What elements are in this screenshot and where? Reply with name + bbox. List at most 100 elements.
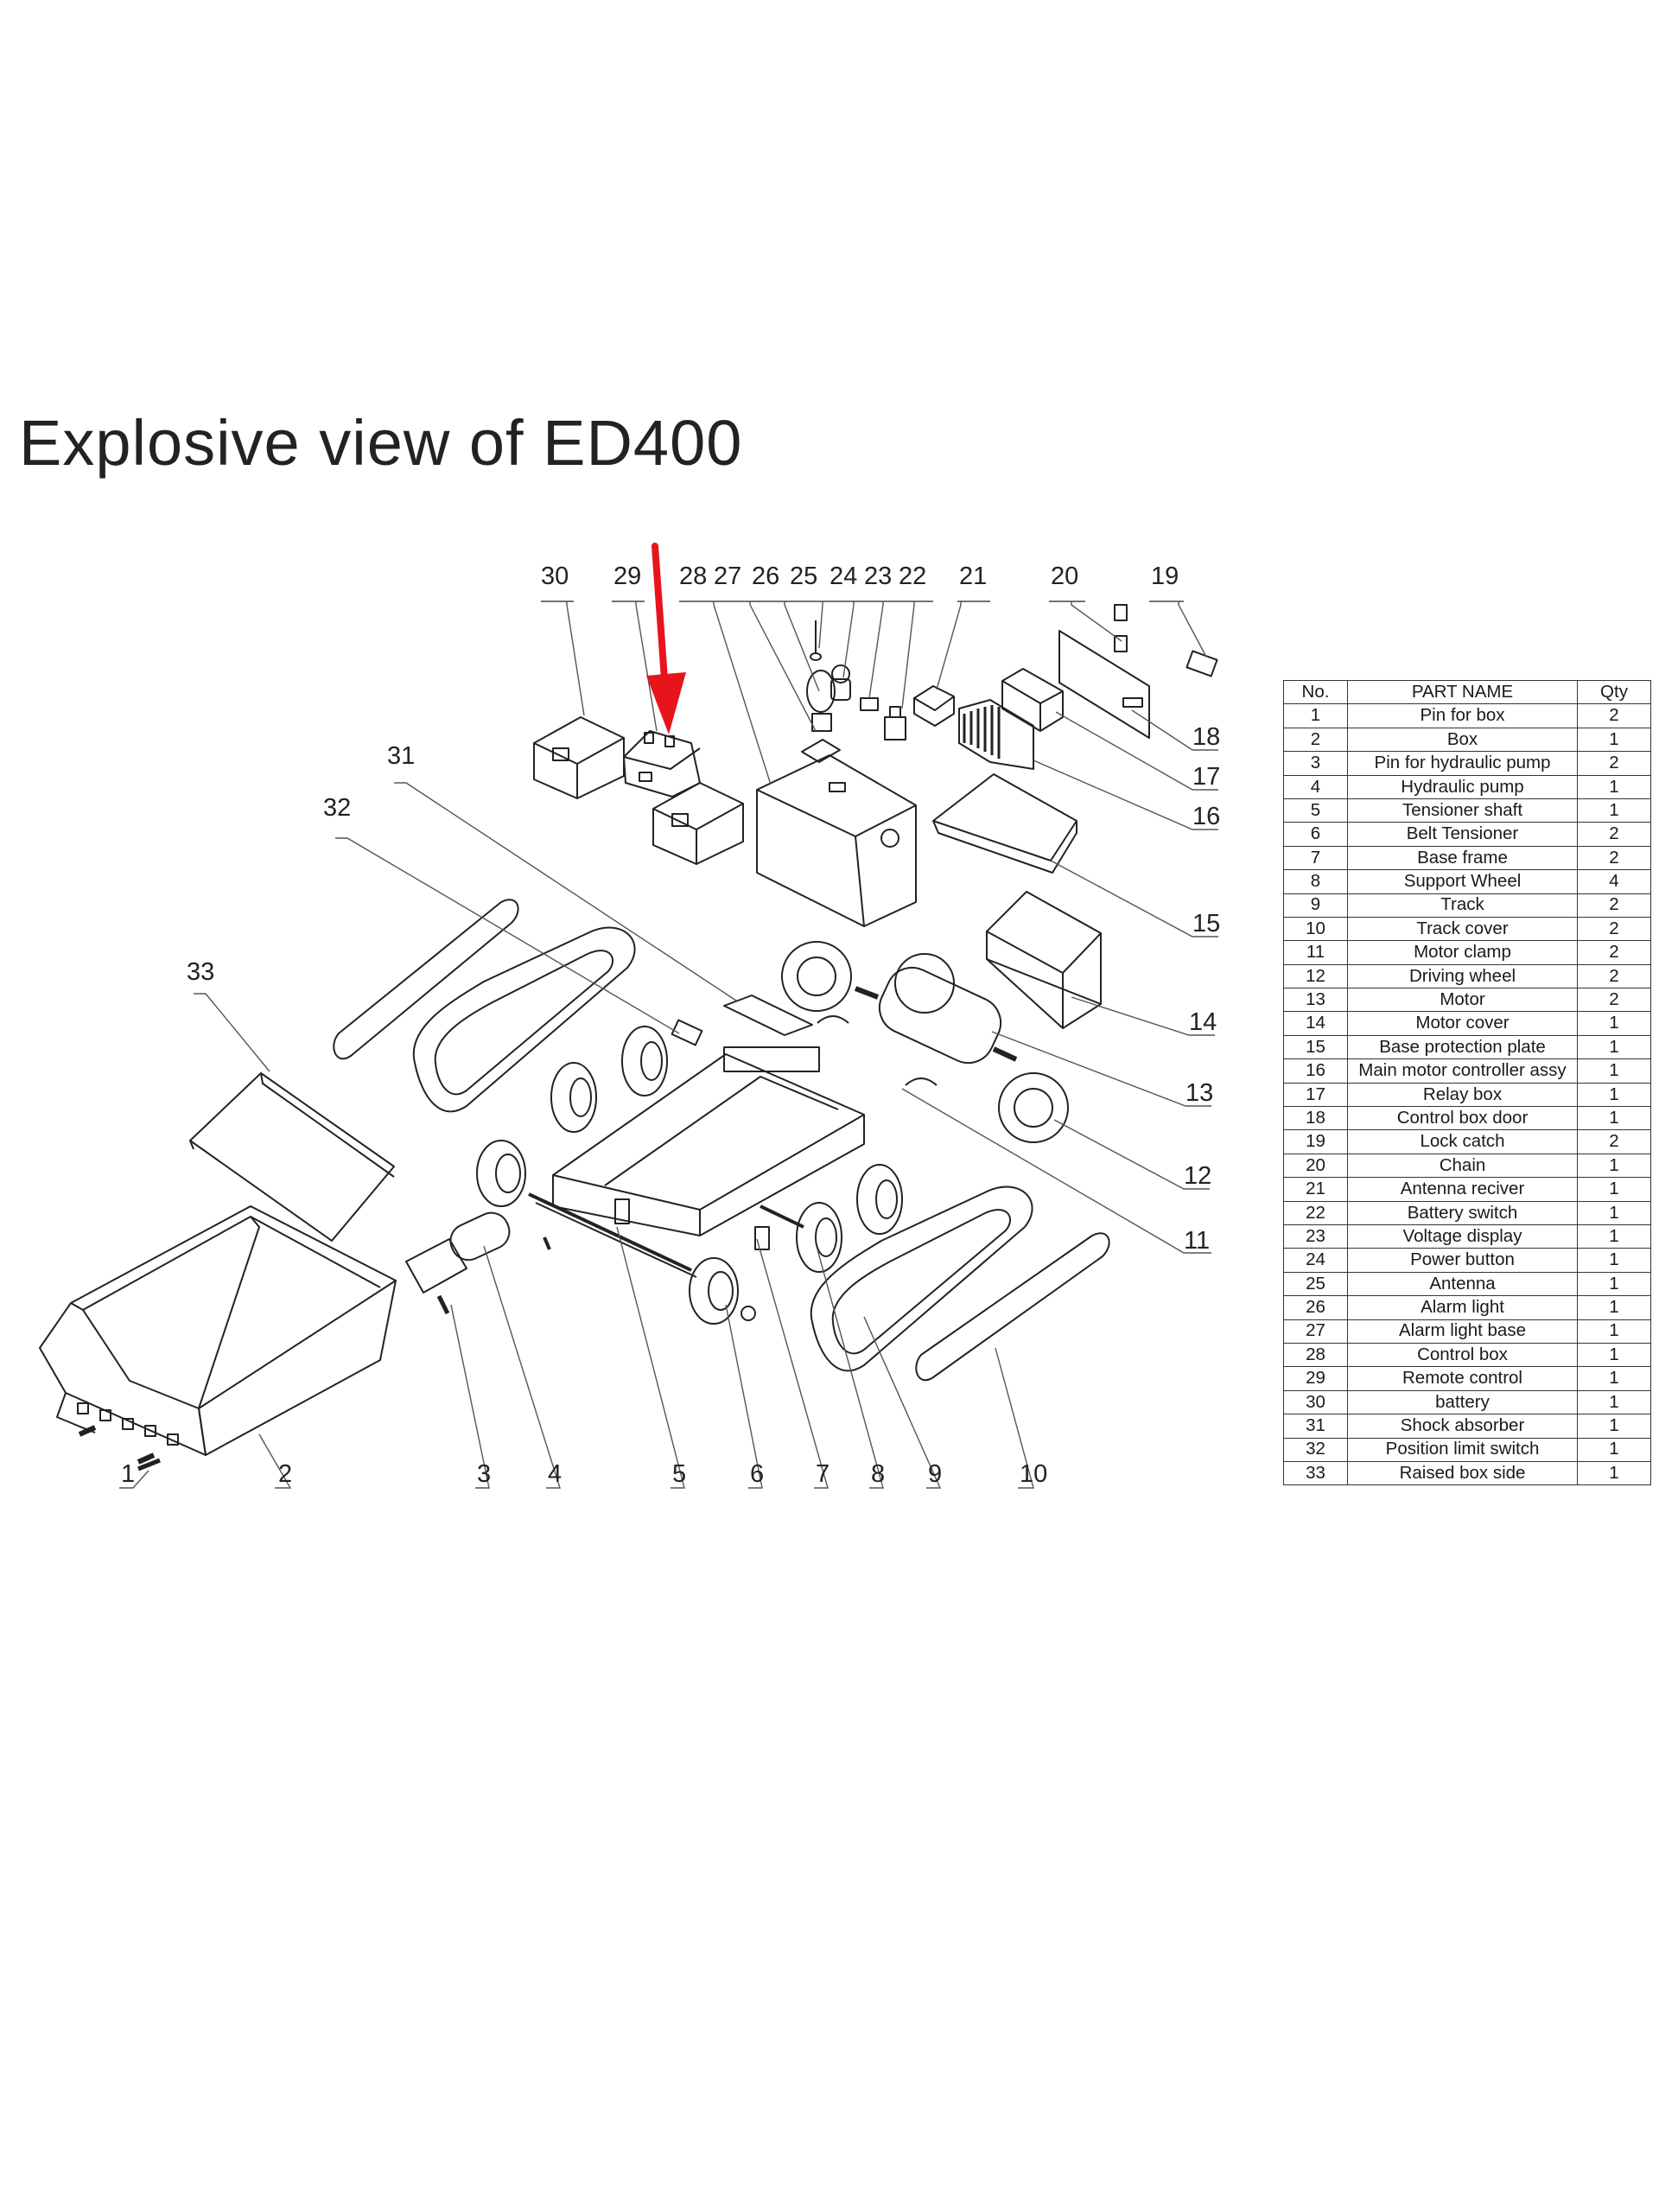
- relay-box-part: [1001, 668, 1064, 732]
- part-number: 10: [1283, 916, 1348, 942]
- part-qty: 1: [1577, 1342, 1651, 1368]
- part-name: Control box: [1347, 1342, 1578, 1368]
- callout-4: 4: [548, 1460, 562, 1488]
- callout-1: 1: [121, 1460, 135, 1488]
- part-number: 13: [1283, 988, 1348, 1013]
- part-name: Support Wheel: [1347, 869, 1578, 894]
- support-wheel-part: [550, 1026, 903, 1273]
- part-name: Pin for box: [1347, 703, 1578, 728]
- part-number: 6: [1283, 822, 1348, 847]
- motor-cover-part: [986, 891, 1102, 1029]
- part-qty: 1: [1577, 1414, 1651, 1439]
- callout-5: 5: [672, 1460, 686, 1488]
- callout-24: 24: [830, 563, 857, 590]
- part-number: 19: [1283, 1129, 1348, 1154]
- callout-29: 29: [613, 563, 641, 590]
- part-qty: 1: [1577, 1295, 1651, 1320]
- part-name: Driving wheel: [1347, 963, 1578, 989]
- part-qty: 1: [1577, 1437, 1651, 1462]
- callout-10: 10: [1020, 1460, 1047, 1488]
- remote-control-part: [623, 730, 701, 798]
- part-qty: 1: [1577, 1177, 1651, 1202]
- part-name: Alarm light base: [1347, 1319, 1578, 1344]
- part-name: Alarm light: [1347, 1295, 1578, 1320]
- part-name: Motor: [1347, 988, 1578, 1013]
- part-name: Raised box side: [1347, 1460, 1578, 1486]
- part-name: Motor clamp: [1347, 940, 1578, 965]
- part-qty: 2: [1577, 940, 1651, 965]
- part-number: 4: [1283, 774, 1348, 799]
- part-name: Antenna reciver: [1347, 1177, 1578, 1202]
- driving-wheel-part: [781, 941, 1069, 1143]
- belt-tensioner-part: [476, 1140, 756, 1325]
- part-number: 1: [1283, 703, 1348, 728]
- part-qty: 1: [1577, 1460, 1651, 1486]
- parts-table-header: No. PART NAME Qty: [1283, 679, 1651, 705]
- part-qty: 1: [1577, 1389, 1651, 1415]
- callout-8: 8: [871, 1460, 885, 1488]
- part-name: Power button: [1347, 1248, 1578, 1273]
- callout-3: 3: [477, 1460, 491, 1488]
- part-number: 28: [1283, 1342, 1348, 1368]
- part-qty: 1: [1577, 727, 1651, 753]
- part-qty: 2: [1577, 893, 1651, 918]
- callout-labels: 1 2 3 4 5 6 7 8 9 10 11 12 13 14 15 16 1…: [121, 563, 1220, 1488]
- callout-19: 19: [1151, 563, 1179, 590]
- page-title: Explosive view of ED400: [19, 407, 743, 479]
- motor-part: [854, 953, 1018, 1065]
- part-name: Belt Tensioner: [1347, 822, 1578, 847]
- part-number: 27: [1283, 1319, 1348, 1344]
- part-number: 8: [1283, 869, 1348, 894]
- part-number: 26: [1283, 1295, 1348, 1320]
- part-qty: 2: [1577, 822, 1651, 847]
- part-number: 30: [1283, 1389, 1348, 1415]
- callout-32: 32: [323, 794, 351, 822]
- part-qty: 1: [1577, 1248, 1651, 1273]
- part-name: Base protection plate: [1347, 1034, 1578, 1060]
- battery-part: [533, 716, 744, 865]
- part-qty: 1: [1577, 1011, 1651, 1036]
- part-qty: 2: [1577, 845, 1651, 871]
- part-name: Position limit switch: [1347, 1437, 1578, 1462]
- part-number: 21: [1283, 1177, 1348, 1202]
- part-number: 7: [1283, 845, 1348, 871]
- callout-26: 26: [752, 563, 779, 590]
- callout-28: 28: [679, 563, 707, 590]
- part-qty: 2: [1577, 963, 1651, 989]
- track-part: [412, 926, 1033, 1372]
- callout-11: 11: [1184, 1227, 1210, 1255]
- part-number: 18: [1283, 1106, 1348, 1131]
- part-number: 17: [1283, 1082, 1348, 1108]
- part-name: Lock catch: [1347, 1129, 1578, 1154]
- callout-7: 7: [816, 1460, 830, 1488]
- part-qty: 1: [1577, 1058, 1651, 1084]
- part-number: 15: [1283, 1034, 1348, 1060]
- part-qty: 1: [1577, 1034, 1651, 1060]
- part-name: Hydraulic pump: [1347, 774, 1578, 799]
- leader-lines: [119, 601, 1218, 1489]
- header-no: No.: [1283, 679, 1348, 705]
- part-number: 23: [1283, 1224, 1348, 1249]
- part-number: 32: [1283, 1437, 1348, 1462]
- lock-catch-part: [1114, 604, 1218, 677]
- part-name: Battery switch: [1347, 1200, 1578, 1225]
- part-name: Relay box: [1347, 1082, 1578, 1108]
- part-number: 2: [1283, 727, 1348, 753]
- part-qty: 2: [1577, 1129, 1651, 1154]
